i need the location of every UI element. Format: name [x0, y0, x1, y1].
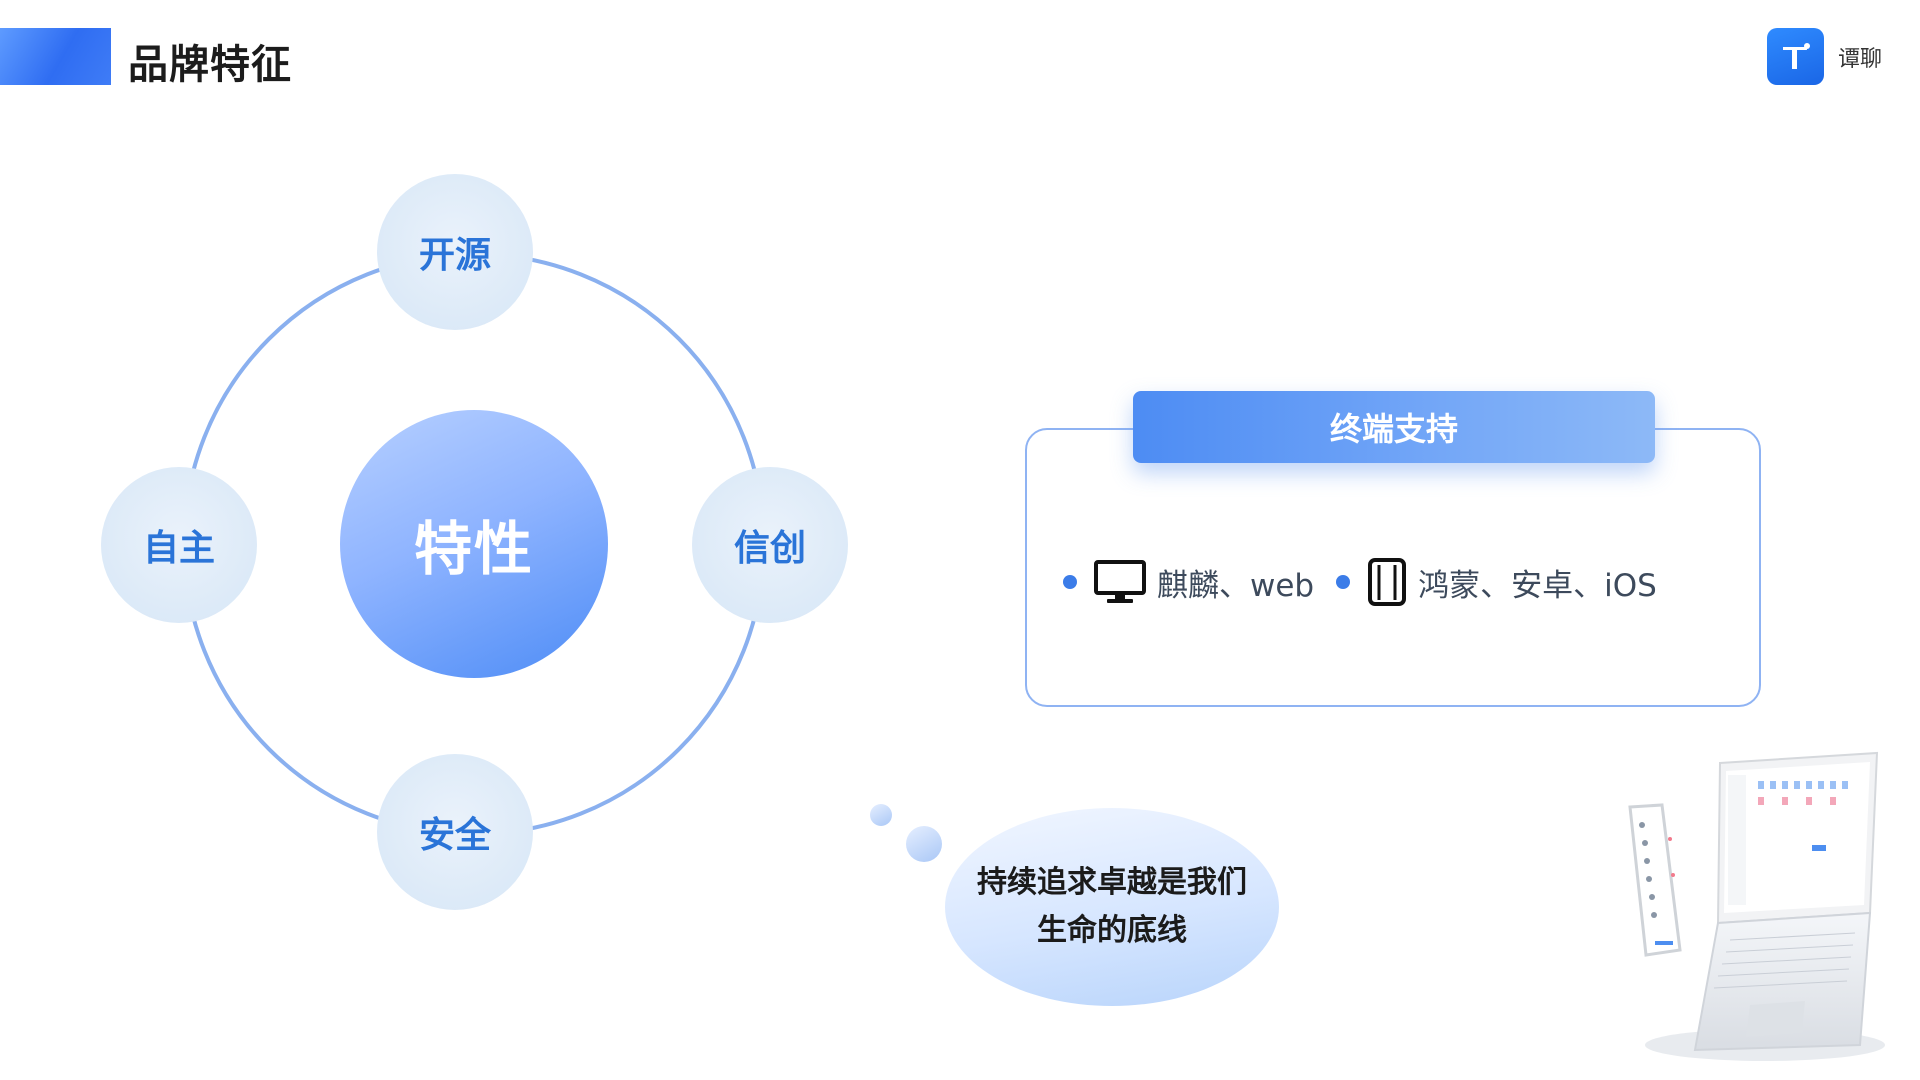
laptop-and-phone-illustration: [1590, 745, 1900, 1075]
feature-diagram: 开源 自主 信创 安全 特性: [0, 0, 900, 1080]
terminal-support-card: [1025, 428, 1761, 707]
thought-dot-small: [870, 804, 892, 826]
bullet-dot: [1063, 575, 1077, 589]
feature-node-open-source: 开源: [377, 174, 533, 330]
thought-line-2: 生命的底线: [1037, 913, 1187, 948]
feature-node-autonomy: 自主: [101, 467, 257, 623]
bullet-dot: [1336, 575, 1351, 589]
brand-logo-icon: [1766, 28, 1824, 85]
brand: 谭聊: [1766, 28, 1882, 85]
support-item-mobile: 鸿蒙、安卓、iOS: [1418, 567, 1657, 604]
terminal-support-title: 终端支持: [1133, 391, 1655, 463]
page-title: 品牌特征: [128, 42, 292, 88]
thought-line-1: 持续追求卓越是我们: [977, 865, 1247, 900]
support-item-desktop: 麒麟、web: [1157, 567, 1315, 604]
feature-node-security: 安全: [377, 754, 533, 910]
thought-dot-medium: [906, 826, 942, 862]
monitor-icon: [1093, 559, 1147, 605]
feature-node-xinchuang: 信创: [692, 467, 848, 623]
brand-name: 谭聊: [1837, 46, 1882, 72]
terminal-support-list: 麒麟、web 鸿蒙、安卓、iOS: [1063, 556, 1679, 608]
mobile-phone-icon: [1366, 557, 1408, 607]
feature-center: 特性: [340, 410, 608, 678]
thought-bubble: 持续追求卓越是我们 生命的底线: [945, 808, 1279, 1006]
header-accent-bar: [0, 28, 111, 85]
